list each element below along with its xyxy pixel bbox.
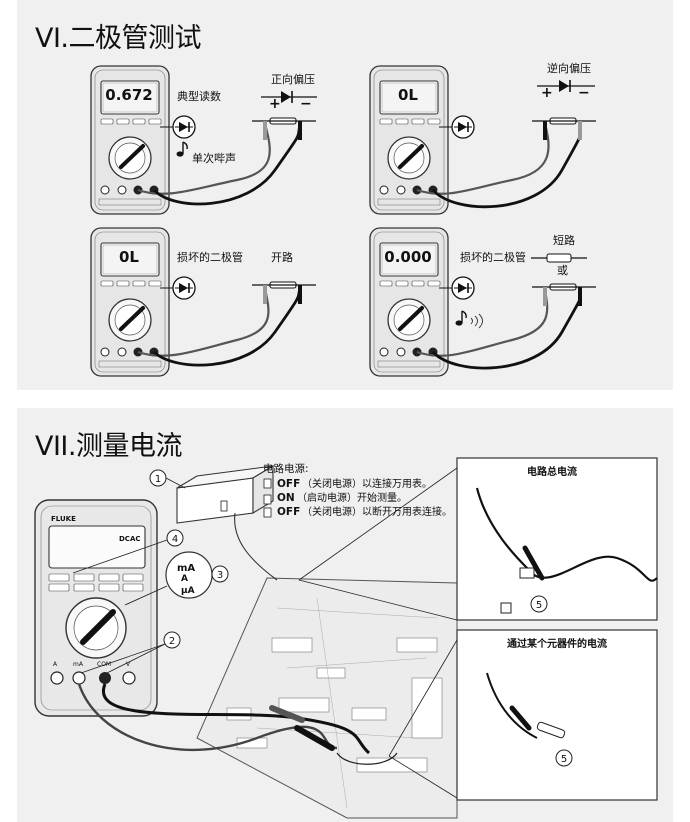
display-reading-short: 0.000: [384, 248, 431, 266]
callout-4: 4: [72, 529, 184, 574]
diode-symbol-forward: [261, 91, 317, 103]
step-1-state: OFF: [277, 478, 300, 490]
meter-brand: FLUKE: [51, 515, 76, 523]
display-reading-reverse: 0L: [398, 86, 418, 104]
range-selector-zoom: mA A μA: [124, 551, 213, 606]
label-or: 或: [557, 264, 568, 277]
label-damaged-diode-open: 损坏的二极管: [177, 250, 243, 264]
label-open-circuit: 开路: [271, 251, 293, 264]
polarity-plus-reverse: +: [541, 85, 553, 101]
range-ma: mA: [177, 563, 195, 574]
svg-text:1: 1: [155, 474, 161, 485]
step-3-state: OFF: [277, 506, 300, 518]
power-supply-box: [176, 465, 278, 581]
svg-text:3: 3: [217, 570, 223, 581]
meter-forward-bias: 0.672 典型读数 正向偏压 + − 单次哔声: [89, 64, 317, 216]
range-ua: μA: [181, 586, 195, 596]
svg-text:2: 2: [169, 636, 175, 647]
current-measurement-panel: VII.测量电流: [17, 408, 673, 822]
label-single-beep: 单次哔声: [192, 151, 236, 165]
diode-short-symbol: [531, 253, 587, 263]
section-title-current: VII.测量电流: [35, 431, 182, 462]
inset-top-title: 电路总电流: [527, 465, 577, 478]
label-short-circuit: 短路: [553, 233, 575, 247]
meter-short-diode: 0.000 损坏的二极管 短路 或: [368, 226, 597, 378]
step-2-state: ON: [277, 492, 295, 504]
callout-2: 2: [80, 631, 181, 674]
label-reverse-bias: 逆向偏压: [547, 61, 591, 75]
label-typical-reading: 典型读数: [177, 89, 221, 103]
callout-5-top: 5: [536, 600, 542, 611]
meter-open-diode: 0L 损坏的二极管 开路: [89, 226, 317, 378]
beep-icon: [176, 141, 188, 157]
callout-1: 1: [149, 469, 186, 489]
step-2-text: （启动电源）开始测量。: [297, 491, 407, 504]
polarity-plus: +: [269, 96, 281, 112]
inset-total-current: 电路总电流 5: [456, 457, 658, 621]
label-damaged-diode-short: 损坏的二极管: [460, 250, 526, 264]
label-forward-bias: 正向偏压: [271, 72, 315, 86]
inset-bottom-title: 通过某个元器件的电流: [507, 637, 607, 650]
callout-3: 3: [211, 565, 229, 583]
current-measurement-diagram: 电路电源: OFF （关闭电源）以连接万用表。 ON （启动电源）开始测量。 O…: [34, 457, 658, 819]
polarity-minus-reverse: −: [578, 85, 590, 101]
power-steps: OFF （关闭电源）以连接万用表。 ON （启动电源）开始测量。 OFF （关闭…: [263, 477, 452, 518]
circuit-board: [196, 577, 458, 819]
beep-icon-short: [455, 310, 483, 329]
meter-display-mode: DCAC: [119, 535, 141, 543]
step-3-text: （关闭电源）以断开万用表连接。: [302, 505, 452, 518]
power-heading: 电路电源:: [263, 462, 309, 475]
jack-label-com: COM: [97, 661, 111, 668]
diode-test-diagram: 0.672 典型读数 正向偏压 + − 单次哔声: [89, 61, 597, 378]
section-title: VI.二极管测试: [35, 23, 202, 54]
svg-text:4: 4: [172, 534, 178, 545]
diode-symbol-reverse: [537, 80, 595, 92]
jack-label-a: A: [53, 661, 58, 668]
multimeter: FLUKE DCAC A mA: [34, 499, 158, 717]
range-a: A: [181, 574, 188, 584]
inset-component-current: 通过某个元器件的电流 5: [456, 629, 658, 801]
polarity-minus: −: [300, 96, 312, 112]
display-reading-forward: 0.672: [105, 86, 152, 104]
callout-5-bottom: 5: [561, 754, 567, 765]
input-jacks: A mA COM V: [50, 661, 136, 685]
jack-label-ma: mA: [73, 661, 84, 668]
diode-test-panel: VI.二极管测试: [17, 0, 673, 390]
jack-label-v: V: [126, 661, 131, 668]
step-1-text: （关闭电源）以连接万用表。: [302, 477, 432, 490]
meter-reverse-bias: 0L 逆向偏压 + −: [368, 61, 597, 216]
display-reading-open: 0L: [119, 248, 139, 266]
